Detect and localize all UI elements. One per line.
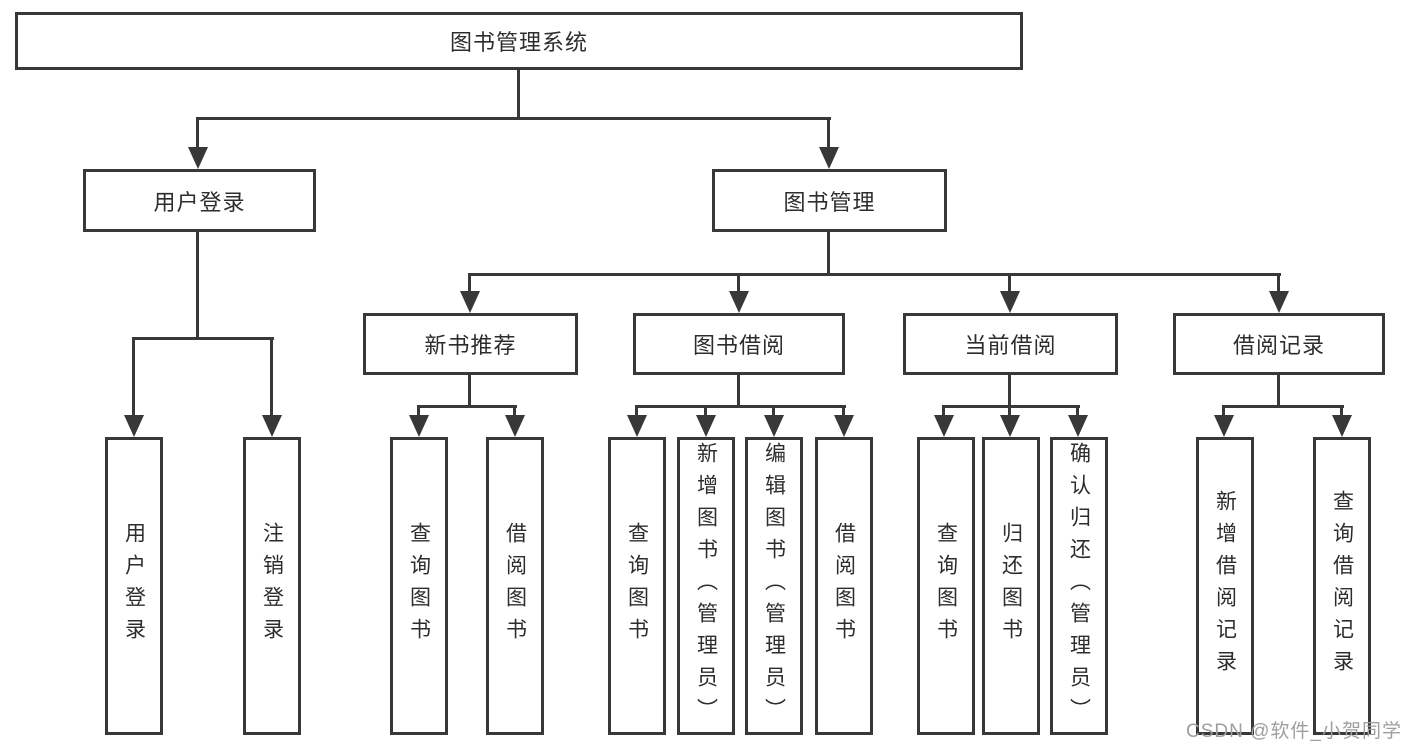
arrow-head-icon <box>1000 415 1020 437</box>
node-new-book-rec: 新书推荐 <box>363 313 578 375</box>
connector-line-horizontal <box>1222 405 1344 408</box>
arrow-head-icon <box>729 291 749 313</box>
connector-line-vertical <box>1008 375 1011 407</box>
leaf-label: 新增图书（管理员） <box>694 442 718 730</box>
leaf-label: 用户登录 <box>122 522 146 650</box>
leaf-label: 借阅图书 <box>503 522 527 650</box>
arrow-head-icon <box>188 147 208 169</box>
node-leaf-logout: 注销登录 <box>243 437 301 735</box>
node-leaf-borrow-edit: 编辑图书（管理员） <box>745 437 803 735</box>
connector-line-vertical <box>1277 275 1280 299</box>
arrow-head-icon <box>124 415 144 437</box>
arrow-head-icon <box>934 415 954 437</box>
connector-line-vertical <box>827 119 830 152</box>
leaf-label: 编辑图书（管理员） <box>762 442 786 730</box>
leaf-label: 借阅图书 <box>832 522 856 650</box>
connector-line-vertical <box>132 339 135 424</box>
arrow-head-icon <box>262 415 282 437</box>
node-leaf-newbook-query: 查询图书 <box>390 437 448 735</box>
leaf-label: 注销登录 <box>260 522 284 650</box>
node-root: 图书管理系统 <box>15 12 1023 70</box>
node-borrow-records: 借阅记录 <box>1173 313 1385 375</box>
leaf-label: 新增借阅记录 <box>1213 490 1237 682</box>
node-leaf-newbook-borrow: 借阅图书 <box>486 437 544 735</box>
arrow-head-icon <box>1214 415 1234 437</box>
node-leaf-borrow-borrow: 借阅图书 <box>815 437 873 735</box>
node-leaf-borrow-add: 新增图书（管理员） <box>677 437 735 735</box>
node-leaf-borrow-query: 查询图书 <box>608 437 666 735</box>
connector-line-vertical <box>737 375 740 407</box>
connector-line-vertical <box>196 119 199 152</box>
connector-line-vertical <box>1008 275 1011 299</box>
node-leaf-current-query: 查询图书 <box>917 437 975 735</box>
connector-line-horizontal <box>468 273 1281 276</box>
csdn-watermark: CSDN @软件_小贺同学 <box>1186 721 1402 742</box>
node-leaf-records-add: 新增借阅记录 <box>1196 437 1254 735</box>
arrow-head-icon <box>627 415 647 437</box>
arrow-head-icon <box>505 415 525 437</box>
node-leaf-current-confirm: 确认归还（管理员） <box>1050 437 1108 735</box>
connector-line-vertical <box>827 232 830 275</box>
connector-line-vertical <box>737 275 740 299</box>
node-leaf-records-query: 查询借阅记录 <box>1313 437 1371 735</box>
arrow-head-icon <box>819 147 839 169</box>
node-current-borrow: 当前借阅 <box>903 313 1118 375</box>
arrow-head-icon <box>764 415 784 437</box>
connector-line-vertical <box>196 232 199 339</box>
node-book-borrow: 图书借阅 <box>633 313 845 375</box>
arrow-head-icon <box>1000 291 1020 313</box>
leaf-label: 确认归还（管理员） <box>1067 442 1091 730</box>
connector-line-horizontal <box>417 405 517 408</box>
arrow-head-icon <box>1068 415 1088 437</box>
arrow-head-icon <box>834 415 854 437</box>
connector-line-vertical <box>1277 375 1280 407</box>
connector-line-vertical <box>517 70 520 119</box>
arrow-head-icon <box>1269 291 1289 313</box>
node-leaf-current-return: 归还图书 <box>982 437 1040 735</box>
connector-line-horizontal <box>942 405 1080 408</box>
node-leaf-user-login: 用户登录 <box>105 437 163 735</box>
arrow-head-icon <box>696 415 716 437</box>
arrow-head-icon <box>409 415 429 437</box>
connector-line-horizontal <box>132 337 274 340</box>
connector-line-vertical <box>468 275 471 299</box>
connector-line-vertical <box>270 339 273 424</box>
leaf-label: 归还图书 <box>999 522 1023 650</box>
connector-line-vertical <box>468 375 471 407</box>
arrow-head-icon <box>1332 415 1352 437</box>
connector-line-horizontal <box>196 117 831 120</box>
leaf-label: 查询图书 <box>407 522 431 650</box>
node-book-mgmt: 图书管理 <box>712 169 947 232</box>
leaf-label: 查询借阅记录 <box>1330 490 1354 682</box>
connector-line-horizontal <box>635 405 846 408</box>
leaf-label: 查询图书 <box>934 522 958 650</box>
node-user-login: 用户登录 <box>83 169 316 232</box>
arrow-head-icon <box>460 291 480 313</box>
leaf-label: 查询图书 <box>625 522 649 650</box>
